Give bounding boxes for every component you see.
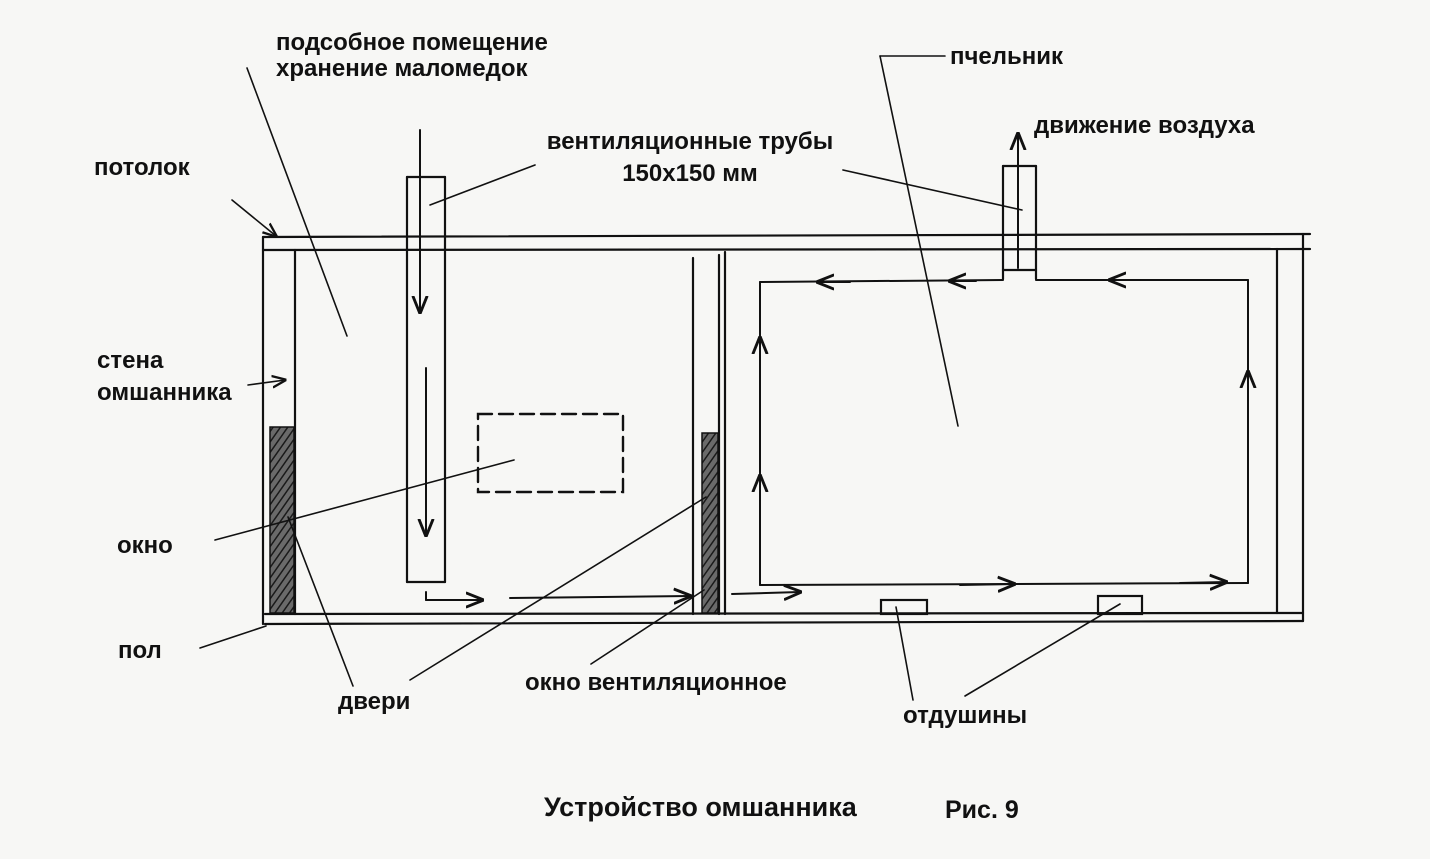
air-flow-path xyxy=(420,129,1248,600)
caption-title: Устройство омшанника xyxy=(544,792,857,822)
vent-pipe-inlet xyxy=(405,175,447,584)
outer-wall-left xyxy=(261,235,297,626)
partition-wall xyxy=(691,250,727,616)
label-wall: стена омшанника xyxy=(97,345,232,409)
door-partition-hatch xyxy=(701,432,719,614)
label-beehouse: пчельник xyxy=(950,43,1064,70)
label-doors: двери xyxy=(338,688,411,715)
label-ceiling: потолок xyxy=(94,154,190,181)
caption-figure: Рис. 9 xyxy=(945,796,1019,824)
floor-slab xyxy=(263,611,1305,626)
floor-vent-2 xyxy=(1096,594,1144,616)
label-floor: пол xyxy=(118,637,162,664)
ceiling-slab xyxy=(261,232,1312,252)
wall-text: стена омшанника xyxy=(97,347,232,406)
vent-pipes-text: вентиляционные трубы 150х150 мм xyxy=(546,128,834,187)
label-air-flow: движение воздуха xyxy=(1034,112,1255,139)
label-aux-room: подсобное помещение хранение маломедок xyxy=(276,30,548,82)
vent-pipe-exhaust xyxy=(1001,164,1038,281)
aux-room-text: подсобное помещение хранение маломедок xyxy=(276,29,548,82)
label-vent-pipes: вентиляционные трубы 150х150 мм xyxy=(522,126,858,190)
window-outline xyxy=(476,412,625,494)
floor-vent-1 xyxy=(879,598,929,616)
label-vents: отдушины xyxy=(903,702,1028,729)
label-window: окно xyxy=(117,532,173,559)
leader-lines xyxy=(199,55,1121,701)
outer-wall-right xyxy=(1275,232,1305,623)
label-vent-window: окно вентиляционное xyxy=(525,669,787,696)
